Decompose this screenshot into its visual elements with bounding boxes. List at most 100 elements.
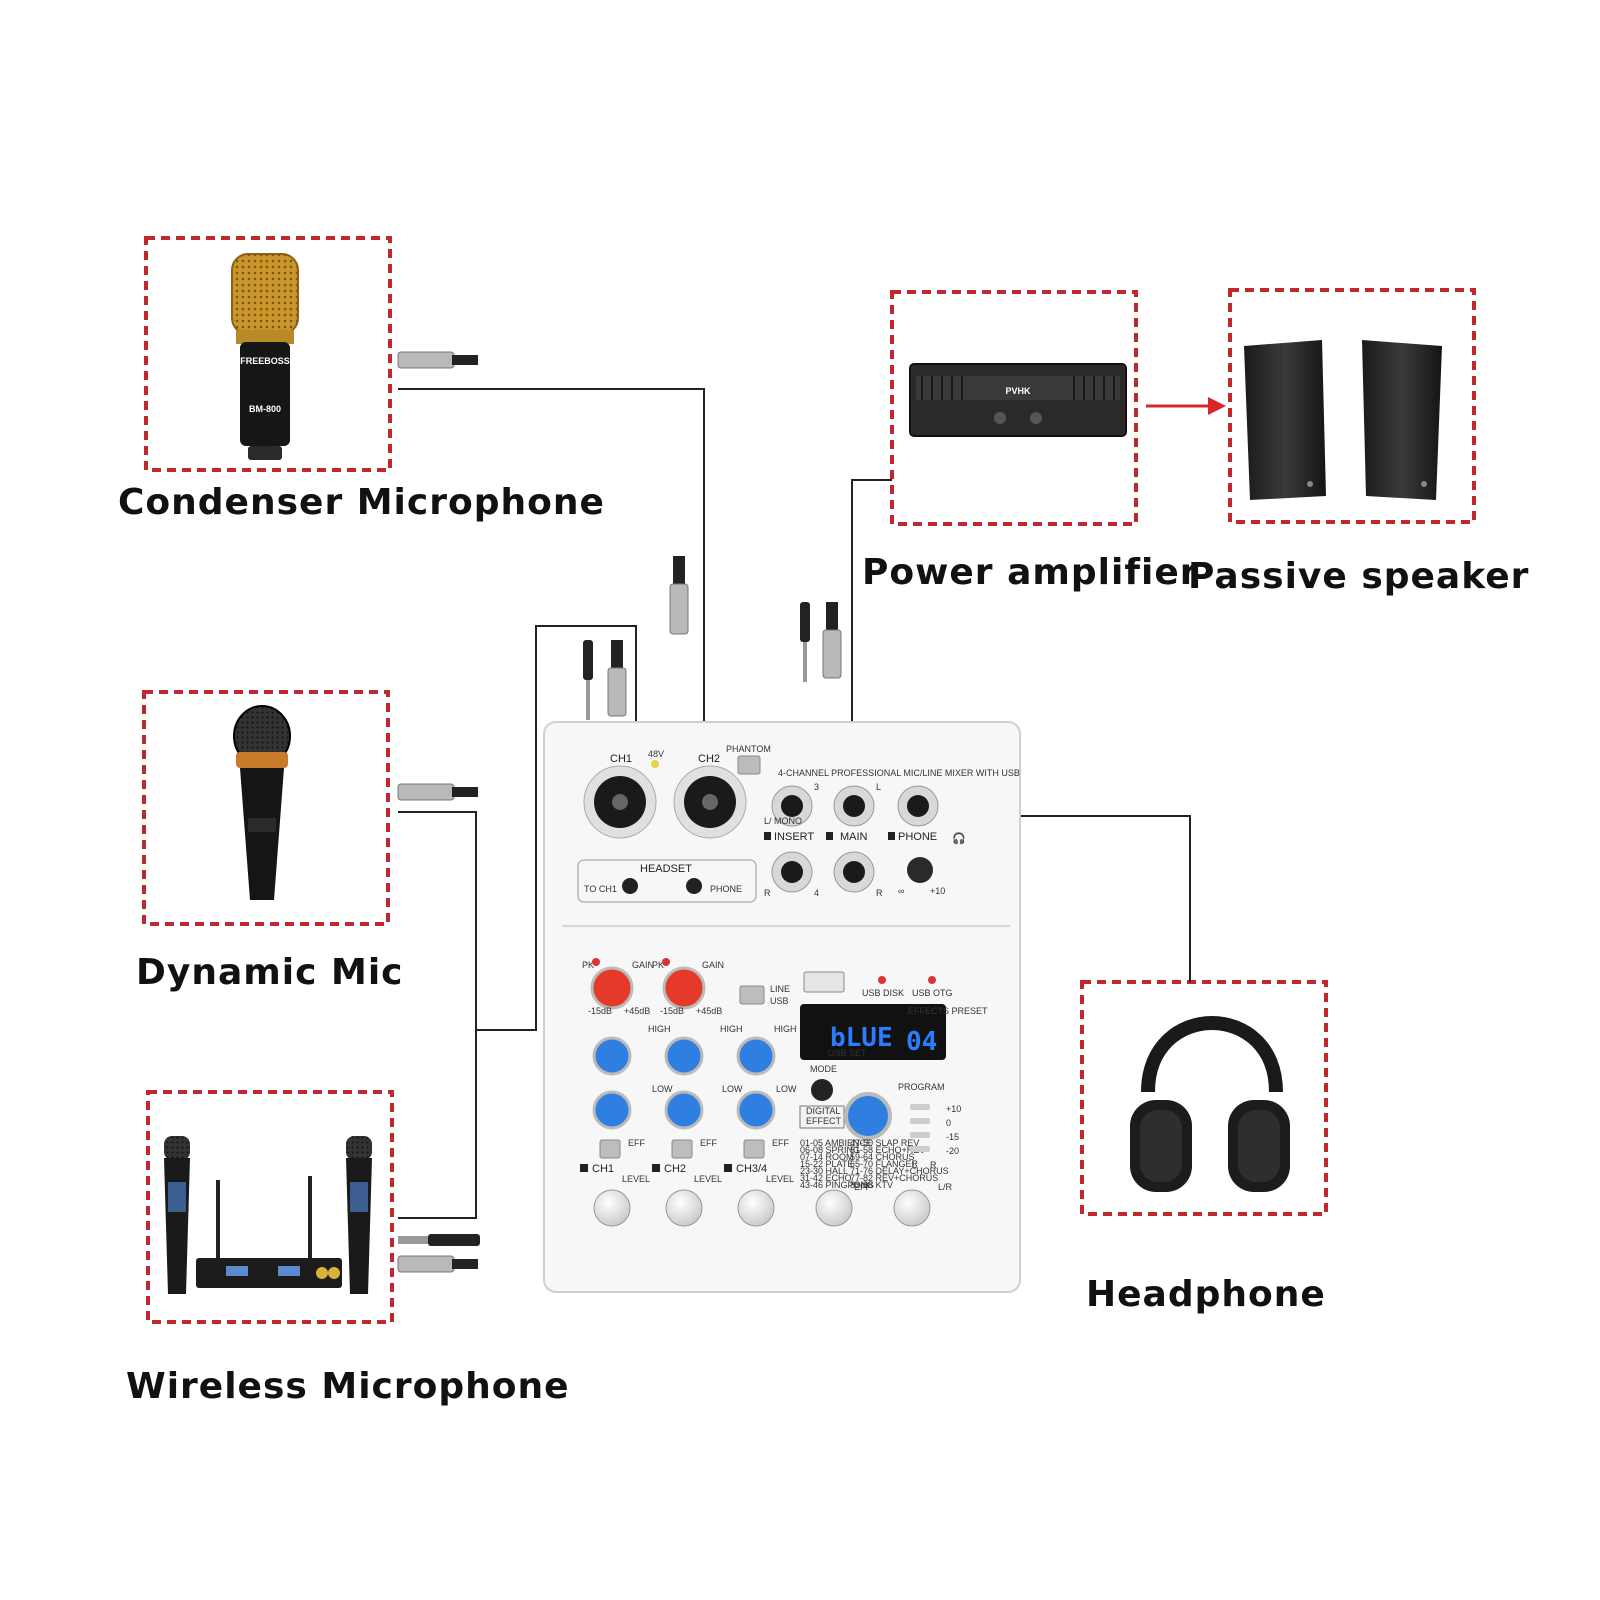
high-knob-ch34[interactable]	[736, 1036, 776, 1076]
digital-label: DIGITAL	[806, 1106, 840, 1116]
condenser-mic-label: Condenser Microphone	[118, 482, 605, 523]
ch2-input-label: CH2	[698, 753, 720, 765]
low-label-ch34: LOW	[776, 1084, 797, 1094]
svg-text:43-46 PINGPONG: 43-46 PINGPONG	[800, 1180, 874, 1190]
condenser-mic-box	[144, 236, 392, 472]
svg-text:06-08 SPRING: 06-08 SPRING	[800, 1145, 860, 1155]
l-mono-label: L/ MONO	[764, 816, 802, 826]
eff-switch-ch34[interactable]	[743, 1139, 765, 1159]
channel-strip-2: PK GAIN -15dB +45dB HIGH LOW EFF CH2 LEV…	[652, 958, 743, 1227]
amp-brand-text: PVHK	[1005, 386, 1031, 396]
main-lr-knob[interactable]	[893, 1189, 931, 1227]
speaker-label: Passive speaker	[1188, 556, 1529, 597]
effect-label: EFFECT	[806, 1116, 842, 1126]
svg-text:47-50 SLAP REV: 47-50 SLAP REV	[850, 1138, 919, 1148]
amplifier-label: Power amplifier	[862, 552, 1199, 593]
eff-switch-ch1[interactable]	[599, 1139, 621, 1159]
headset-mic-jack[interactable]	[622, 878, 638, 894]
svg-text:51-58 ECHO+REV: 51-58 ECHO+REV	[850, 1145, 925, 1155]
48v-led	[651, 760, 659, 768]
low-knob-ch1[interactable]	[592, 1090, 632, 1130]
lcd-display	[800, 1004, 946, 1060]
mode-label: MODE	[810, 1064, 837, 1074]
meter-r-label: R	[930, 1160, 937, 1170]
phone-label: PHONE	[898, 831, 937, 843]
eff-label-ch1: EFF	[628, 1138, 646, 1148]
main-jacks	[833, 785, 875, 893]
gain-max-ch1: +45dB	[624, 1006, 650, 1016]
svg-text:31-42 ECHO: 31-42 ECHO	[800, 1173, 852, 1183]
usb-label: USB	[770, 996, 789, 1006]
dynamic-mic-image	[233, 705, 291, 900]
gain-knob-ch1[interactable]	[590, 966, 634, 1010]
xlr-plug-dynamic	[397, 783, 478, 801]
gain-label-ch1: GAIN	[632, 960, 654, 970]
phantom-switch[interactable]	[737, 755, 761, 775]
high-label-ch2: HIGH	[720, 1024, 743, 1034]
insert-r-label: R	[764, 888, 771, 898]
condenser-mic-image: FREEBOSS BM-800	[231, 253, 299, 460]
line-usb-switch[interactable]	[739, 985, 765, 1005]
jack-4-label: 4	[814, 888, 819, 898]
svg-text:+10: +10	[946, 1104, 961, 1114]
level-label-ch2: LEVEL	[694, 1174, 722, 1184]
ch2-strip-label: CH2	[664, 1163, 686, 1175]
gain-min-ch2: -15dB	[660, 1006, 684, 1016]
effects-list: 01-05 AMBIENCE 06-08 SPRING 07-14 ROOM 1…	[800, 1138, 949, 1190]
headphone-icon: 🎧	[952, 832, 966, 845]
meter-l-label: L	[912, 1160, 917, 1170]
low-knob-ch2[interactable]	[664, 1090, 704, 1130]
level-knob-ch34[interactable]	[737, 1189, 775, 1227]
usb-disk-label: USB DISK	[862, 988, 904, 998]
ch1-strip-label: CH1	[592, 1163, 614, 1175]
lr-label: L/R	[938, 1182, 953, 1192]
eff-switch-ch2[interactable]	[671, 1139, 693, 1159]
arrow-amp-to-speaker	[1146, 397, 1226, 415]
usb-set-label: USB SET	[828, 1048, 867, 1058]
main-label: MAIN	[840, 831, 868, 843]
mic-model-text: BM-800	[249, 404, 281, 414]
mic-brand-text: FREEBOSS	[240, 356, 290, 366]
pk-label-ch2: PK	[652, 960, 664, 970]
level-knob-ch1[interactable]	[593, 1189, 631, 1227]
mode-button[interactable]	[811, 1079, 833, 1101]
svg-text:-15: -15	[946, 1132, 959, 1142]
low-knob-ch34[interactable]	[736, 1090, 776, 1130]
gain-knob-ch2[interactable]	[662, 966, 706, 1010]
high-knob-ch1[interactable]	[592, 1036, 632, 1076]
channel-strip-1: PK GAIN -15dB +45dB HIGH LOW EFF CH1 LEV…	[580, 958, 673, 1227]
insert-label: INSERT	[774, 831, 814, 843]
phone-knob-max: +10	[930, 886, 945, 896]
program-knob[interactable]	[844, 1092, 892, 1140]
line-label: LINE	[770, 984, 790, 994]
eff-master-knob[interactable]	[815, 1189, 853, 1227]
48v-label: 48V	[648, 749, 664, 759]
wireless-mic-box	[146, 1090, 394, 1324]
svg-text:0: 0	[946, 1118, 951, 1128]
gain-max-ch2: +45dB	[696, 1006, 722, 1016]
headset-phone-jack[interactable]	[686, 878, 702, 894]
ch1-input-label: CH1	[610, 753, 632, 765]
gain-min-ch1: -15dB	[588, 1006, 612, 1016]
usb-port[interactable]	[803, 971, 845, 993]
jack-r-label: R	[876, 888, 883, 898]
svg-text:77-82 REV+CHORUS: 77-82 REV+CHORUS	[850, 1173, 938, 1183]
level-meter: +10 0 -15 -20 L R	[910, 1104, 961, 1170]
dynamic-mic-box	[142, 690, 390, 926]
effects-preset-label: EFFECTS PRESET	[908, 1006, 988, 1016]
amplifier-image: PVHK	[909, 363, 1127, 437]
mixer-title: 4-CHANNEL PROFESSIONAL MIC/LINE MIXER WI…	[778, 768, 1020, 778]
headphone-box	[1080, 980, 1328, 1216]
phone-level-knob[interactable]	[907, 857, 933, 883]
high-knob-ch2[interactable]	[664, 1036, 704, 1076]
headset-phone-label: PHONE	[710, 884, 742, 894]
level-knob-ch2[interactable]	[665, 1189, 703, 1227]
svg-text:59-64 CHORUS: 59-64 CHORUS	[850, 1152, 915, 1162]
wireless-mic-label: Wireless Microphone	[126, 1366, 570, 1407]
lcd-text: bLUE	[830, 1023, 893, 1053]
dynamic-mic-label: Dynamic Mic	[136, 952, 404, 993]
speaker-image	[1244, 340, 1442, 500]
lcd-number: 04	[906, 1027, 937, 1057]
headset-label: HEADSET	[640, 863, 692, 875]
